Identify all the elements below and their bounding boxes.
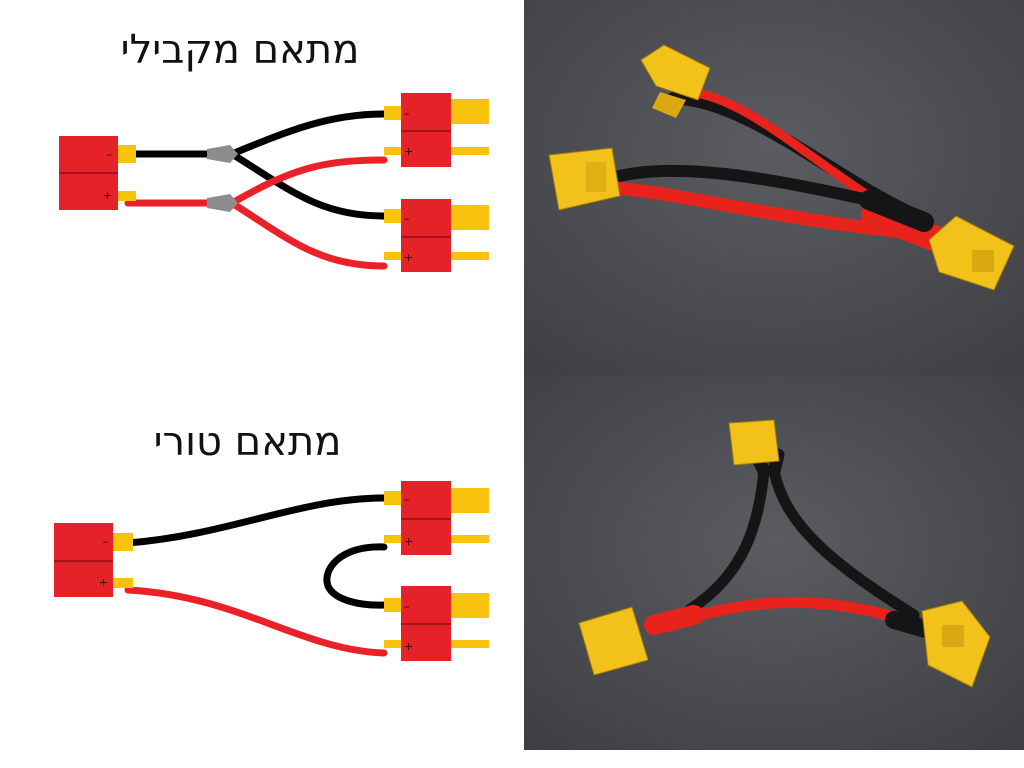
parallel-adapter-title: מתאם מקבילי (120, 27, 360, 73)
bottom-margin (0, 750, 1024, 768)
parallel-black-wire-to-top-connector (228, 110, 388, 158)
parallel-diagram: – + – + – + (59, 93, 489, 272)
positive-terminal-label: + (404, 251, 413, 264)
series-adapter-title: מתאם טורי (153, 419, 342, 465)
negative-terminal-label: – (107, 148, 113, 161)
parallel-adapter-photo (524, 0, 1024, 375)
series-output-connector-top: – + (384, 481, 489, 555)
negative-terminal-label: – (103, 535, 109, 548)
negative-terminal-label: – (404, 600, 410, 613)
parallel-red-wire-to-bottom-connector (228, 199, 388, 270)
negative-terminal-label: – (404, 493, 410, 506)
xt60-connector-photo (928, 215, 1015, 291)
positive-terminal-label: + (404, 640, 413, 653)
series-adapter-photo (524, 375, 1024, 750)
xt60-connector-photo (640, 44, 711, 118)
series-black-wire-to-top-connector (124, 494, 388, 547)
positive-terminal-label: + (103, 189, 112, 202)
negative-terminal-label: – (404, 107, 410, 120)
series-diagram: – + – + – + (54, 481, 489, 661)
series-output-connector-bottom: – + (384, 586, 489, 661)
negative-terminal-label: – (404, 212, 410, 225)
positive-terminal-label: + (404, 535, 413, 548)
parallel-input-connector: – + (59, 136, 136, 210)
xt60-connector-photo (921, 600, 991, 688)
parallel-output-connector-top: – + (384, 93, 489, 167)
positive-terminal-label: + (99, 576, 108, 589)
wiring-diagrams: – + – + – + (54, 93, 489, 661)
xt60-connector-photo (578, 606, 649, 676)
positive-terminal-label: + (404, 145, 413, 158)
parallel-red-wire-to-top-connector (228, 156, 388, 207)
series-jumper-black-wire (323, 543, 388, 609)
parallel-output-connector-bottom: – + (384, 199, 489, 272)
parallel-red-splice (207, 194, 238, 212)
series-input-connector: – + (54, 523, 133, 597)
parallel-black-splice (207, 145, 238, 163)
xt60-connector-photo (728, 419, 780, 466)
parallel-black-wire-to-bottom-connector (228, 150, 388, 220)
series-red-wire-to-bottom-connector (124, 586, 388, 657)
xt60-connector-photo (548, 147, 621, 211)
